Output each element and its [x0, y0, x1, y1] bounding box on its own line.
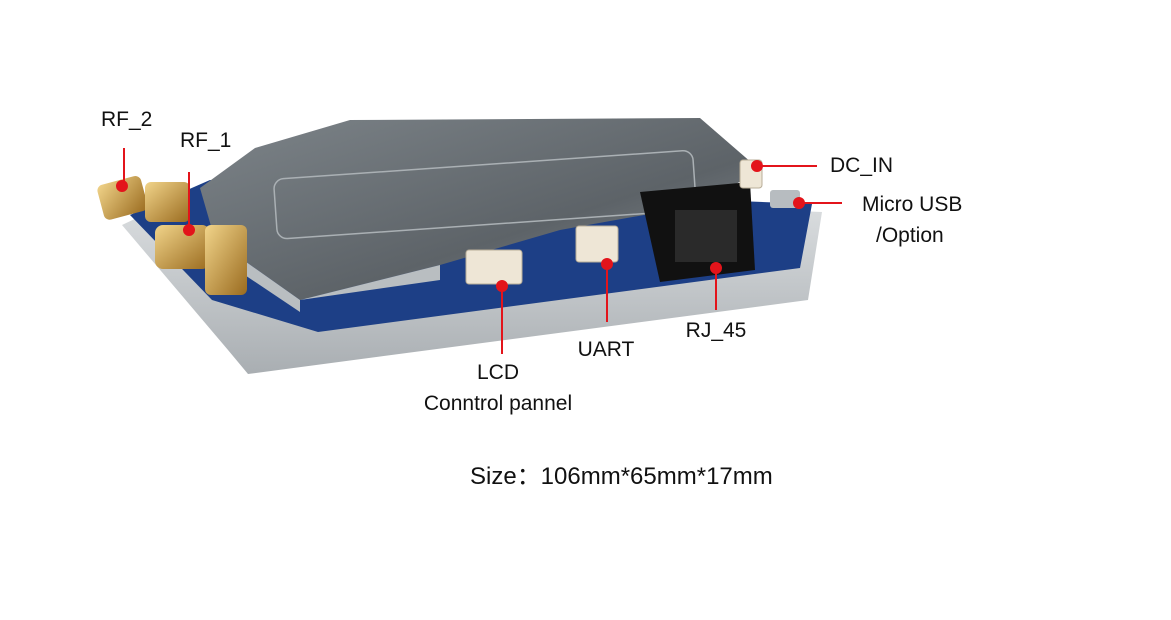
rf-shield	[200, 118, 760, 300]
size-spec: Size：106mm*65mm*17mm	[470, 463, 773, 490]
shield-outline	[273, 149, 697, 240]
lcd-connector	[465, 249, 523, 285]
micro-usb-option-label: /Option	[876, 224, 944, 247]
uart-marker	[601, 258, 613, 270]
rf2-connector	[97, 176, 148, 220]
dc-in-label: DC_IN	[830, 154, 894, 177]
micro-usb-label: Micro USB	[862, 193, 963, 216]
dc-in-marker	[751, 160, 763, 172]
rf1-elbow	[205, 225, 247, 295]
rj45-marker	[710, 262, 722, 274]
rf2-elbow	[145, 182, 190, 222]
rf-shield-side	[215, 240, 440, 312]
usb-connector	[770, 190, 800, 208]
rf1-connector	[155, 225, 210, 269]
lcd-label: LCD	[476, 361, 520, 384]
lcd-marker	[496, 280, 508, 292]
rj45-port	[675, 210, 737, 262]
rf2-label: RF_2	[101, 108, 153, 131]
rj45-label: RJ_45	[685, 319, 747, 342]
rf1-marker	[183, 224, 195, 236]
uart-connector	[575, 225, 619, 263]
micro-usb-marker	[793, 197, 805, 209]
lcd-sub-label: Conntrol pannel	[423, 392, 573, 415]
leader-lines	[116, 148, 842, 354]
rf2-marker	[116, 180, 128, 192]
uart-label: UART	[577, 338, 635, 361]
rf1-label: RF_1	[180, 129, 232, 152]
